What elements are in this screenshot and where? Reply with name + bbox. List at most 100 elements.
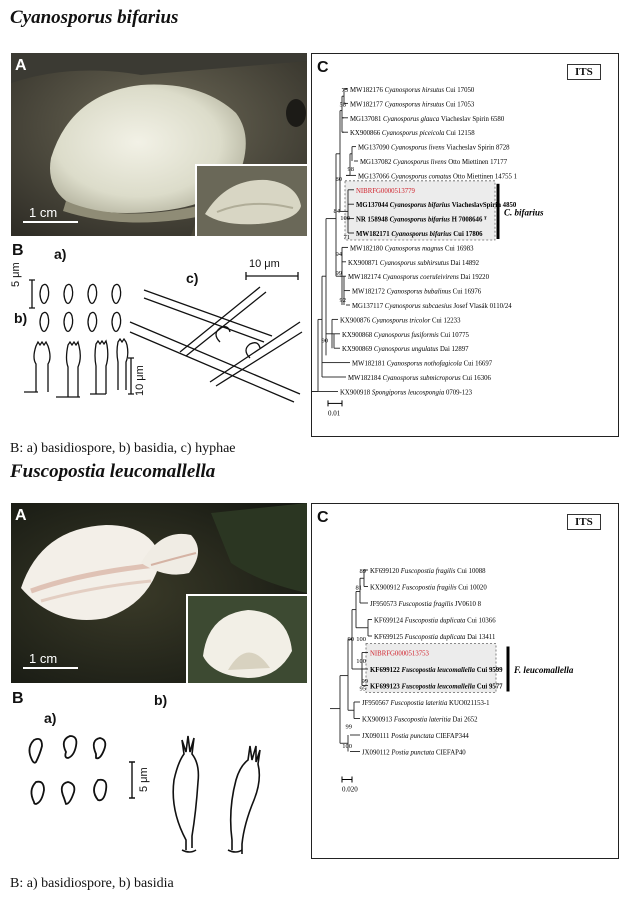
- label-b-1: b): [14, 310, 28, 326]
- spore-scale-label-1: 5 μm: [10, 262, 22, 287]
- taxon-species-name: Cyanosporus magnus: [385, 245, 445, 252]
- taxon-label: KF699123 Fuscopostia leucomallella Cui 9…: [370, 684, 503, 691]
- label-c-1: c): [186, 270, 199, 286]
- taxon-voucher: Otto Miettinen 14755 1: [453, 173, 517, 180]
- label-a-1: a): [54, 246, 67, 262]
- taxon-voucher: Dai 2652: [452, 717, 478, 724]
- support-value: 80: [336, 176, 343, 183]
- taxon-voucher: JV0610 8: [455, 601, 482, 608]
- taxon-label: KF699124 Fuscopostia duplicata Cui 10366: [374, 618, 496, 625]
- taxon-label: MG137117 Cyanosporus subcaesius Josef Vl…: [352, 303, 512, 310]
- taxon-accession: MW182177: [350, 101, 385, 108]
- label-b-2: b): [154, 692, 168, 708]
- taxon-accession: MW182184: [348, 375, 383, 382]
- clade-highlight-box: [344, 180, 496, 241]
- taxon-voucher: 0709-123: [446, 389, 473, 396]
- figure-caption-2: B: a) basidiospore, b) basidia: [10, 876, 174, 891]
- taxon-accession: MG137082: [360, 159, 393, 166]
- taxon-label: KX900918 Spongiporus leucospongia 0709-1…: [340, 389, 473, 396]
- taxon-label: NIBRFG0000513753: [370, 651, 430, 658]
- taxon-species-name: Fuscopostia lateritia: [390, 700, 450, 707]
- photo-scale-bar-2: 1 cm: [23, 651, 83, 669]
- taxon-species-name: Cyanosporus comatus: [391, 173, 453, 180]
- panel-letter-a-2: A: [15, 507, 27, 524]
- basidia-drawings-2: [172, 735, 261, 854]
- taxon-voucher: Cui 16983: [445, 245, 474, 252]
- figure-caption-1: B: a) basidiospore, b) basidia, c) hypha…: [10, 441, 236, 456]
- taxon-label: MG137082 Cyanosporus livens Otto Miettin…: [360, 159, 508, 166]
- taxon-species-name: Cyanosporus glauca: [383, 116, 441, 123]
- taxon-species-name: Fuscopostia lateritia: [393, 717, 453, 724]
- taxon-species-name: Cyanosporus piceicola: [382, 130, 446, 137]
- taxon-species-name: Spongiporus leucospongia: [372, 389, 446, 396]
- tree-scale-label: 0.020: [342, 786, 358, 794]
- taxon-voucher: Cui 10020: [458, 585, 487, 592]
- taxon-label: NR 158948 Cyanosporus bifarius H 7008646…: [356, 217, 487, 224]
- spore-scale-label-2: 5 μm: [138, 767, 150, 792]
- taxon-voucher: Dai 13411: [467, 634, 495, 641]
- taxon-label: KX900913 Fuscopostia lateritia Dai 2652: [362, 717, 478, 724]
- spore-drawings-2: [28, 735, 108, 805]
- taxon-species-name: Cyanosporus bifarius: [390, 202, 452, 209]
- taxon-accession: MG137066: [358, 173, 391, 180]
- taxon-voucher: Cui 10366: [467, 618, 496, 625]
- taxon-label: JF950573 Fuscopostia fragilis JV0610 8: [370, 601, 482, 608]
- taxon-label: MG137044 Cyanosporus bifarius Viacheslav…: [356, 202, 517, 209]
- taxon-label: KX900869 Cyanosporus ungulatus Dai 12897: [342, 346, 469, 353]
- taxon-species-name: Cyanosporus bifarius: [391, 231, 453, 238]
- panel-letter-c-2: C: [317, 509, 329, 526]
- taxon-accession: MW182171: [356, 231, 391, 238]
- drawing-spores-basidia-hyphae-1: [24, 272, 303, 403]
- support-value: 100: [342, 743, 352, 750]
- taxon-label: MW182177 Cyanosporus hirsutus Cui 17053: [350, 101, 475, 108]
- support-value: 92: [340, 297, 347, 304]
- taxon-species-name: Cyanosporus tricolor: [372, 317, 432, 324]
- taxon-label: KX900912 Fuscopostia fragilis Cui 10020: [370, 585, 487, 592]
- taxon-accession: MW182172: [352, 289, 387, 296]
- taxon-label: MG137066 Cyanosporus comatus Otto Mietti…: [358, 173, 517, 180]
- taxon-accession: JX090112: [362, 750, 391, 757]
- support-value: 90: [322, 337, 329, 344]
- support-value: 90: [348, 636, 355, 643]
- taxon-voucher: Cui 10088: [457, 568, 486, 575]
- clade-label: C. bifarius: [504, 207, 544, 217]
- taxon-species-name: Cyanosporus submicroporus: [383, 375, 463, 382]
- taxon-label: KX900866 Cyanosporus piceicola Cui 12158: [350, 130, 475, 137]
- photo-scale-label-2: 1 cm: [29, 651, 58, 666]
- taxon-voucher: KUO021153-1: [449, 700, 490, 707]
- taxon-accession: KX900876: [340, 317, 372, 324]
- taxon-label: JX090111 Postia punctata CIEFAP344: [362, 733, 469, 740]
- taxon-species-name: Fuscopostia leucomallella: [402, 667, 477, 674]
- taxon-voucher: Cui 16976: [453, 289, 482, 296]
- photo-scale-label-1: 1 cm: [29, 205, 58, 220]
- taxon-label: KF699125 Fuscopostia duplicata Dai 13411: [374, 634, 495, 641]
- taxon-accession: KF699124: [374, 618, 405, 625]
- taxon-label: MW182174 Cyanosporus coeruleivirens Dai …: [348, 274, 490, 281]
- taxon-label: MW182181 Cyanosporus nothofagicola Cui 1…: [352, 361, 493, 368]
- inset-photo-1-art: [197, 166, 307, 236]
- support-value: 100: [356, 658, 366, 665]
- support-value: 95: [360, 685, 367, 692]
- hyphae-scale-label-1: 10 μm: [249, 258, 280, 270]
- inset-photo-1: [195, 164, 307, 236]
- taxon-accession: KX900913: [362, 717, 394, 724]
- taxon-label: KX900871 Cyanosporus subhirsutus Dai 148…: [348, 260, 480, 267]
- taxon-voucher: Dai 19220: [460, 274, 489, 281]
- support-value: 99: [346, 723, 353, 730]
- taxon-accession: KX900912: [370, 585, 402, 592]
- taxon-species-name: Postia punctata: [390, 733, 436, 740]
- taxon-label: MW182172 Cyanosporus bubalinus Cui 16976: [352, 289, 482, 296]
- taxon-voucher: Cui 12158: [446, 130, 475, 137]
- clade-highlight-box: [365, 643, 497, 693]
- taxon-accession: KF699123: [370, 684, 402, 691]
- taxon-species-name: Cyanosporus livens: [391, 145, 446, 152]
- taxon-label: MG137081 Cyanosporus glauca Viacheslav S…: [350, 116, 505, 123]
- taxon-species-name: Cyanosporus hirsutus: [385, 87, 446, 94]
- taxon-voucher: Cui 9577: [477, 684, 503, 691]
- taxon-voucher: Josef Vlasák 0110/24: [454, 303, 513, 310]
- support-value: 84: [334, 208, 341, 215]
- clade-label: F. leucomallella: [513, 665, 574, 675]
- taxon-species-name: Cyanosporus nothofagicola: [387, 361, 464, 368]
- taxon-accession: KF699120: [370, 568, 401, 575]
- taxon-label: KX900876 Cyanosporus tricolor Cui 12233: [340, 317, 461, 324]
